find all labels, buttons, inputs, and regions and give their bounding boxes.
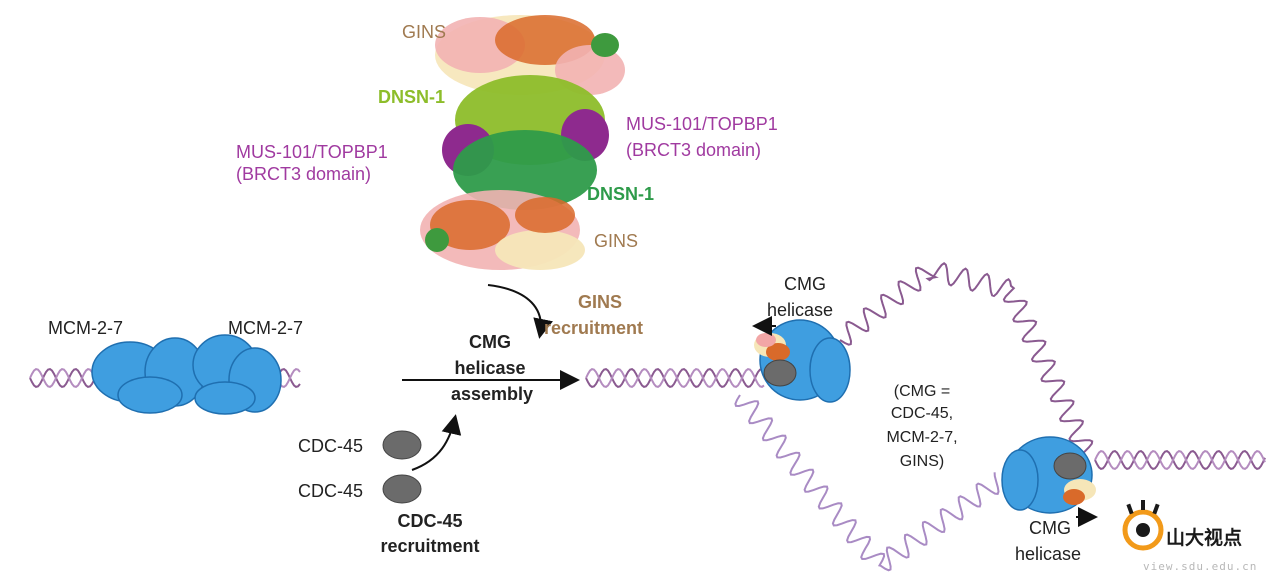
cdc45-oval-b: [382, 474, 422, 504]
gins-arrow: [487, 284, 553, 339]
dnsn1-bottom-label: DNSN-1: [587, 184, 654, 204]
cmg-bottom-label-line1: CMG: [1029, 518, 1071, 538]
mus101-right-label-line2: (BRCT3 domain): [626, 140, 761, 160]
dna-replication-bubble: [734, 262, 1266, 572]
cmg-definition-line3: MCM-2-7,: [886, 429, 957, 446]
mus101-left-label-line1: MUS-101/TOPBP1: [236, 142, 388, 162]
gins-recruitment-line2: recruitment: [544, 318, 643, 338]
cmg-helicase-bottom: [1001, 436, 1096, 514]
mcm-left-label: MCM-2-7: [48, 318, 123, 338]
cmg-definition-line4: GINS): [900, 453, 944, 470]
cdc45-recruitment-line1: CDC-45: [397, 511, 462, 531]
cdc45-arrow: [411, 414, 462, 471]
cmg-top-label-line2: helicase: [767, 300, 833, 320]
watermark-name: 山大视点: [1166, 526, 1242, 549]
cmg-definition-line1: (CMG =: [894, 383, 950, 400]
cmg-assembly-line2: helicase: [454, 358, 525, 378]
cmg-helicase-top: [754, 319, 851, 403]
cmg-bottom-label-line2: helicase: [1015, 544, 1081, 564]
gins-bottom-label: GINS: [594, 231, 638, 251]
protein-structure: [420, 15, 625, 270]
watermark-url: view.sdu.edu.cn: [1143, 560, 1257, 573]
cdc45-label-a: CDC-45: [298, 436, 363, 456]
mus101-left-label-line2: (BRCT3 domain): [236, 164, 371, 184]
watermark-logo: [1122, 500, 1164, 551]
cdc45-label-b: CDC-45: [298, 481, 363, 501]
cmg-assembly-line3: assembly: [451, 384, 533, 404]
mus101-right-label-line1: MUS-101/TOPBP1: [626, 114, 778, 134]
cmg-definition-line2: CDC-45,: [891, 405, 953, 422]
cmg-top-label-line1: CMG: [784, 274, 826, 294]
gins-top-label: GINS: [402, 22, 446, 42]
cdc45-oval-a: [382, 430, 422, 460]
dnsn1-top-label: DNSN-1: [378, 87, 445, 107]
dna-middle: [585, 368, 765, 388]
mcm-double-hexamer: [91, 334, 282, 415]
mcm-right-label: MCM-2-7: [228, 318, 303, 338]
gins-recruitment-line1: GINS: [578, 292, 622, 312]
cmg-assembly-line1: CMG: [469, 332, 511, 352]
cdc45-recruitment-line2: recruitment: [380, 536, 479, 556]
